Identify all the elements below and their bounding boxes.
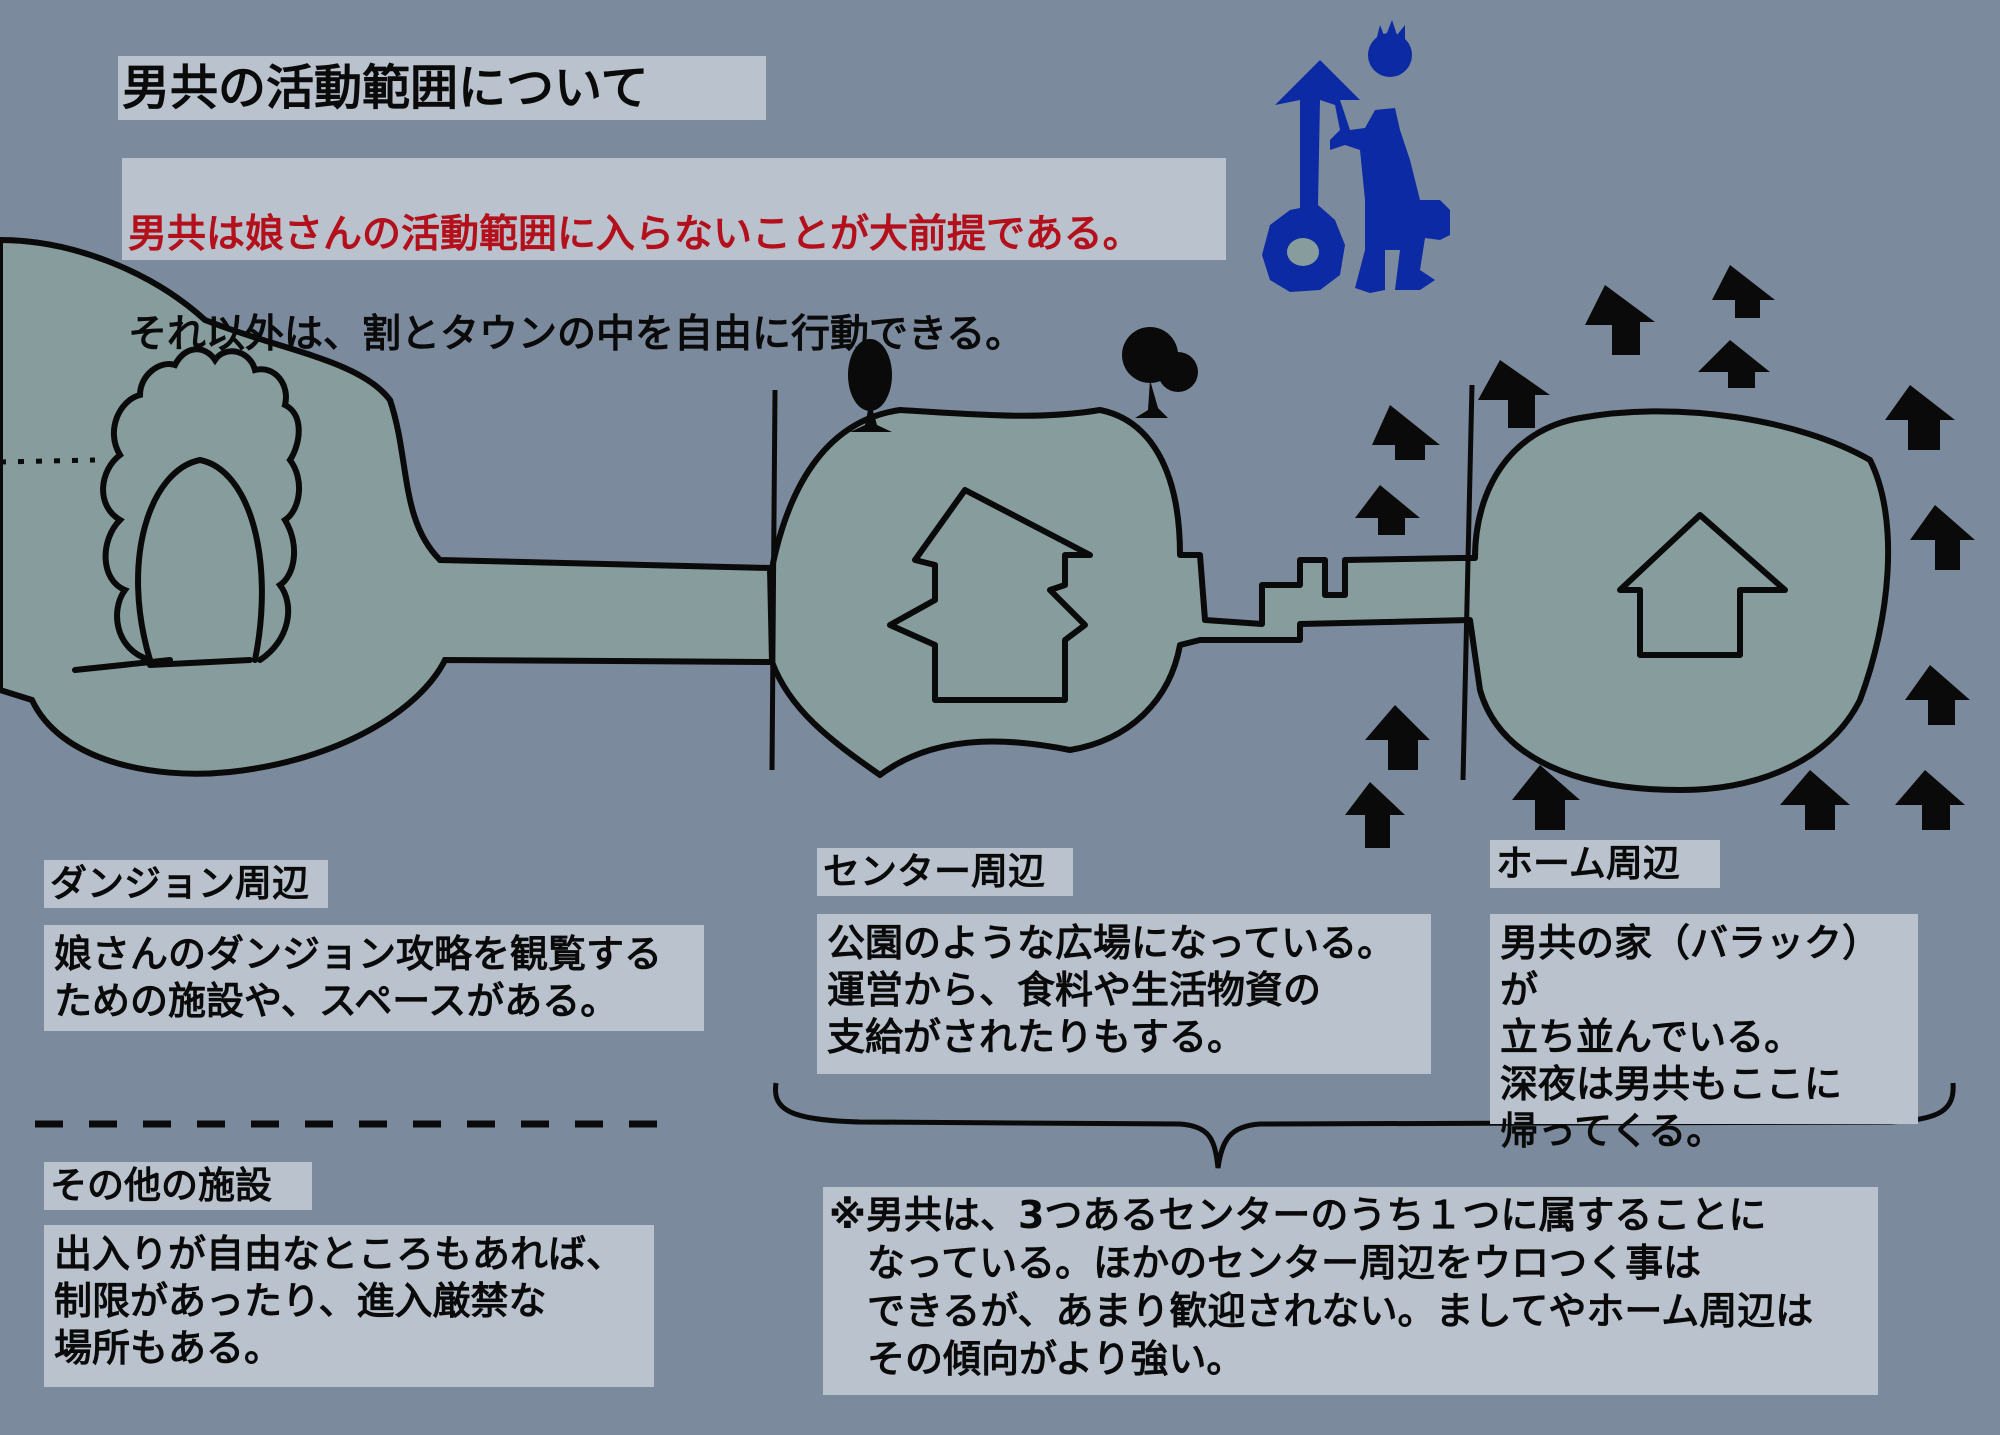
dungeon-description: 娘さんのダンジョン攻略を観覧する ための施設や、スペースがある。	[44, 925, 704, 1031]
center-building-icon	[887, 487, 1093, 703]
house-icon	[1355, 485, 1420, 535]
dungeon-area	[0, 236, 776, 777]
divider-line	[1460, 384, 1475, 781]
intro-body: それ以外は、割とタウンの中を自由に行動できる。	[128, 312, 1025, 357]
center-label: センター周辺	[817, 848, 1073, 896]
house-icon	[1478, 360, 1550, 428]
other-facilities-label: その他の施設	[44, 1162, 312, 1210]
house-icon	[1910, 505, 1975, 570]
page-title: 男共の活動範囲について	[118, 56, 766, 120]
house-icon	[1365, 705, 1430, 770]
house-icon	[1617, 512, 1788, 658]
house-icon	[1585, 285, 1655, 355]
house-icon	[1512, 765, 1580, 830]
house-icon	[1372, 405, 1440, 460]
dungeon-label: ダンジョン周辺	[44, 860, 328, 908]
home-label: ホーム周辺	[1490, 840, 1720, 888]
tree-icon	[1122, 327, 1198, 418]
intro-highlight: 男共は娘さんの活動範囲に入らないことが大前提である。	[128, 212, 1142, 257]
house-icon	[1885, 385, 1955, 450]
house-icon	[1698, 340, 1770, 388]
center-area	[769, 407, 1892, 793]
dungeon-gate-icon	[72, 346, 303, 673]
home-description: 男共の家（バラック）が 立ち並んでいる。 深夜は男共もここに 帰ってくる。	[1490, 914, 1918, 1153]
male-symbol-ring	[1287, 238, 1319, 266]
note-box: ※男共は、3つあるセンターのうち１つに属することに なっている。ほかのセンター周…	[823, 1187, 1878, 1395]
house-icon	[1780, 770, 1850, 830]
house-icon	[1345, 782, 1405, 848]
center-description: 公園のような広場になっている。 運営から、食料や生活物資の 支給がされたりもする…	[817, 914, 1431, 1074]
other-facilities-description: 出入りが自由なところもあれば、 制限があったり、進入厳禁な 場所もある。	[44, 1225, 654, 1387]
house-icon	[1895, 770, 1965, 830]
male-figure-icon	[1262, 20, 1450, 293]
house-icon	[1905, 665, 1970, 725]
tree-icon	[848, 339, 892, 432]
intro-box: 男共は娘さんの活動範囲に入らないことが大前提である。 それ以外は、割とタウンの中…	[122, 158, 1226, 357]
divider-line	[769, 389, 778, 771]
house-icon	[1712, 265, 1775, 318]
grouping-brace	[772, 1082, 1956, 1169]
